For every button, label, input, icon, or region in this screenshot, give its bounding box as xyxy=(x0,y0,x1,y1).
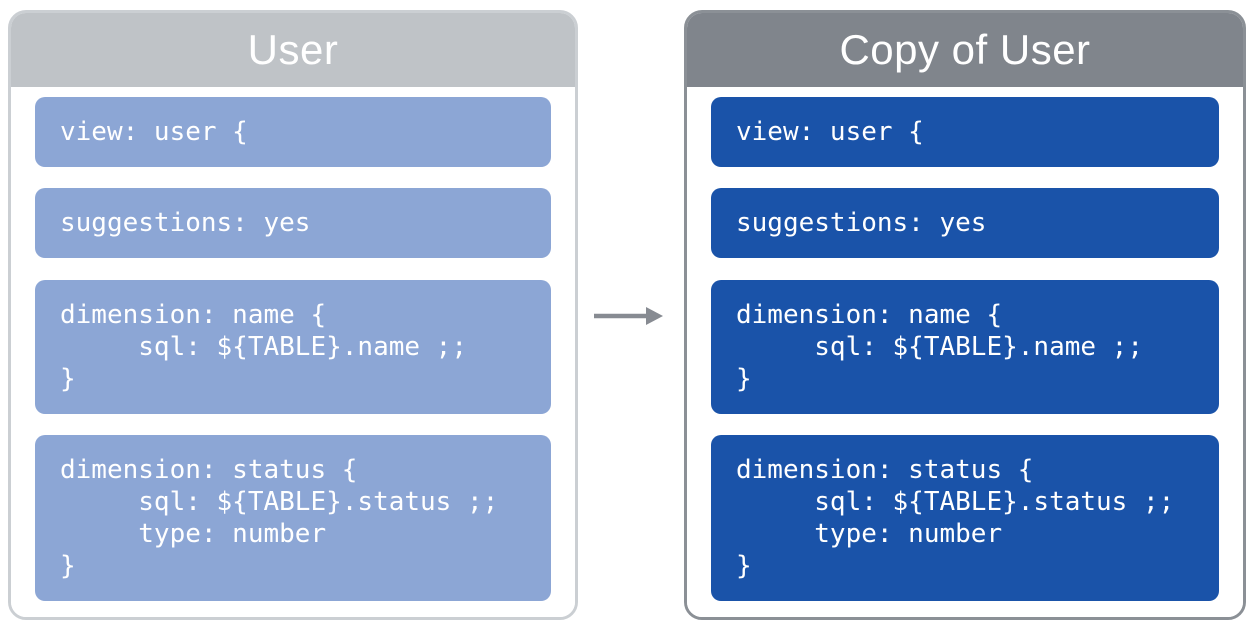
copy-code-block-view: view: user { xyxy=(711,97,1219,167)
copy-panel-title: Copy of User xyxy=(839,26,1091,73)
user-panel-header: User xyxy=(11,13,575,87)
copy-arrow-icon xyxy=(594,307,663,325)
user-code-block-view: view: user { xyxy=(35,97,551,167)
user-code-block-dimension-status: dimension: status { sql: ${TABLE}.status… xyxy=(35,434,551,601)
user-code-block-suggestions: suggestions: yes xyxy=(35,188,551,259)
copy-code-block-dimension-name: dimension: name { sql: ${TABLE}.name ;; … xyxy=(711,279,1219,414)
copy-panel-header: Copy of User xyxy=(687,13,1243,87)
copy-of-user-view-panel: Copy of User view: user { suggestions: y… xyxy=(684,10,1246,620)
user-panel-title: User xyxy=(247,26,339,73)
copy-code-block-suggestions: suggestions: yes xyxy=(711,188,1219,259)
user-view-panel: User view: user { suggestions: yes dimen… xyxy=(8,10,578,620)
copy-panel-body: view: user { suggestions: yes dimension:… xyxy=(687,87,1243,617)
user-panel-body: view: user { suggestions: yes dimension:… xyxy=(11,87,575,617)
copy-code-block-dimension-status: dimension: status { sql: ${TABLE}.status… xyxy=(711,434,1219,601)
user-code-block-dimension-name: dimension: name { sql: ${TABLE}.name ;; … xyxy=(35,279,551,414)
